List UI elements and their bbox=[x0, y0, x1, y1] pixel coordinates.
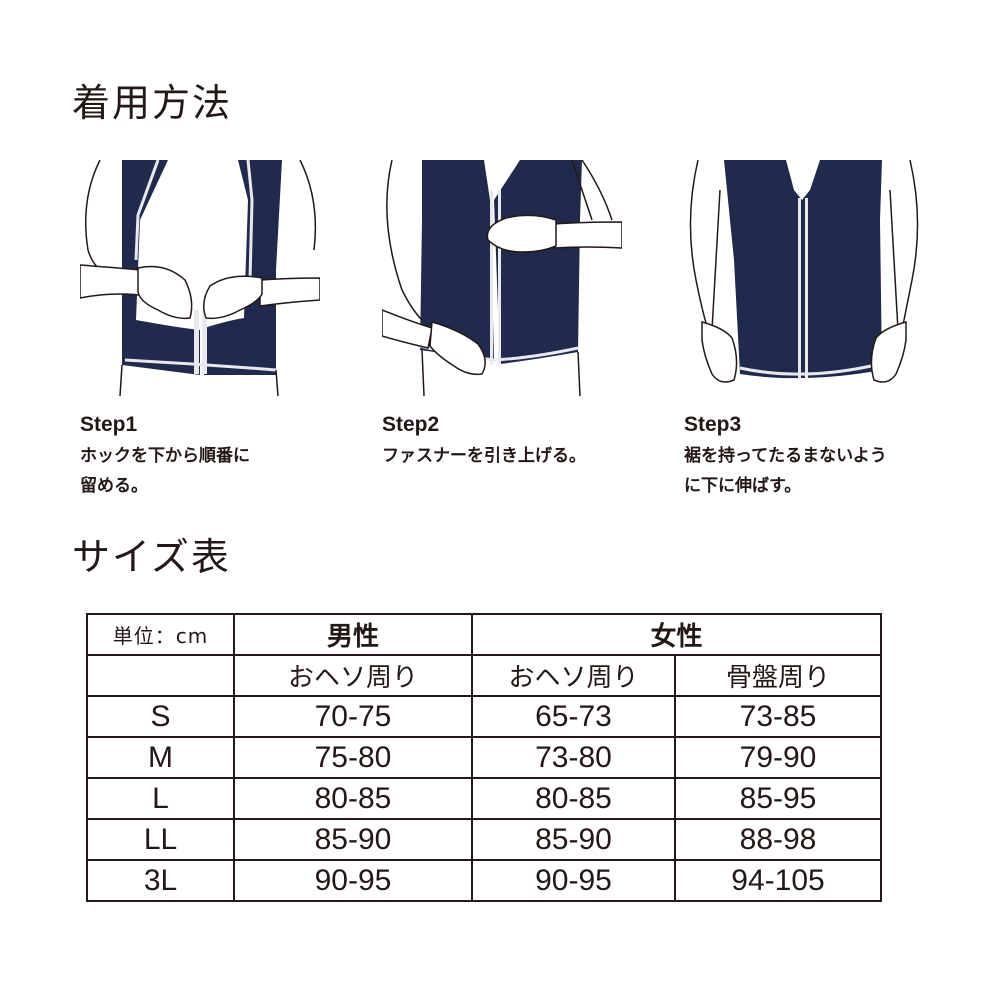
table-row: LL 85-90 85-90 88-98 bbox=[86, 818, 883, 861]
empty-cell bbox=[86, 654, 235, 697]
female-waist-cell: 73-80 bbox=[471, 736, 676, 779]
hook-strip-right bbox=[202, 310, 207, 374]
male-waist-header: おヘソ周り bbox=[233, 654, 473, 697]
table-row: S 70-75 65-73 73-85 bbox=[86, 695, 883, 738]
size-cell: M bbox=[86, 736, 235, 779]
female-waist-cell: 85-90 bbox=[471, 818, 676, 861]
zipper-right bbox=[805, 198, 808, 378]
step-title: Step3 bbox=[684, 413, 742, 436]
table-row: L 80-85 80-85 85-95 bbox=[86, 777, 883, 820]
female-waist-cell: 80-85 bbox=[471, 777, 676, 820]
male-waist-cell: 85-90 bbox=[233, 818, 473, 861]
vest-trim-left bbox=[134, 160, 160, 261]
female-header: 女性 bbox=[470, 613, 883, 656]
step-3: Step3 裾を持ってたるまないよう に下に伸ばす。 bbox=[684, 160, 924, 501]
male-waist-cell: 80-85 bbox=[233, 777, 473, 820]
vest-right-panel bbox=[204, 160, 282, 375]
table-subheader-row: おヘソ周り おヘソ周り 骨盤周り bbox=[86, 654, 883, 697]
table-header-row: 単位：cm 男性 女性 bbox=[86, 613, 883, 656]
zipper-right bbox=[498, 190, 501, 365]
step-description: ファスナーを引き上げる。 bbox=[382, 446, 586, 466]
vest-hem-trim bbox=[739, 362, 881, 376]
unit-label: 単位：cm bbox=[86, 613, 235, 656]
size-table: 単位：cm 男性 女性 おヘソ周り おヘソ周り 骨盤周り S 70-75 65-… bbox=[86, 613, 883, 902]
step3-illustration bbox=[689, 160, 919, 383]
zipper-left bbox=[490, 190, 493, 365]
male-waist-cell: 70-75 bbox=[233, 695, 473, 738]
hook-strip-left bbox=[194, 310, 199, 374]
size-cell: L bbox=[86, 777, 235, 820]
male-waist-cell: 75-80 bbox=[233, 736, 473, 779]
step2-illustration bbox=[382, 160, 622, 396]
female-hip-cell: 79-90 bbox=[673, 736, 883, 779]
vest-right-panel bbox=[494, 160, 582, 364]
step-description: 裾を持ってたるまないよう に下に伸ばす。 bbox=[684, 446, 887, 496]
female-hip-header: 骨盤周り bbox=[673, 654, 883, 697]
zipper-left bbox=[798, 198, 801, 378]
table-row: 3L 90-95 90-95 94-105 bbox=[86, 859, 883, 902]
step-title: Step1 bbox=[80, 413, 138, 436]
step-description: ホックを下から順番に 留める。 bbox=[80, 446, 250, 496]
step-2: Step2 ファスナーを引き上げる。 bbox=[382, 160, 622, 471]
female-hip-cell: 85-95 bbox=[673, 777, 883, 820]
right-hand bbox=[870, 321, 907, 383]
step-title: Step2 bbox=[382, 413, 440, 436]
vest-left-panel bbox=[122, 160, 200, 375]
left-hand bbox=[701, 321, 738, 383]
size-cell: S bbox=[86, 695, 235, 738]
upper-hand bbox=[486, 214, 557, 253]
usage-heading: 着用方法 bbox=[72, 81, 233, 125]
size-cell: LL bbox=[86, 818, 235, 861]
female-waist-cell: 90-95 bbox=[471, 859, 676, 902]
female-waist-header: おヘソ周り bbox=[471, 654, 676, 697]
male-header: 男性 bbox=[233, 613, 473, 656]
left-hand bbox=[137, 265, 193, 320]
vest-body bbox=[724, 160, 882, 379]
female-waist-cell: 65-73 bbox=[471, 695, 676, 738]
size-chart-heading: サイズ表 bbox=[72, 535, 231, 579]
vest-left-panel bbox=[420, 160, 494, 360]
male-waist-cell: 90-95 bbox=[233, 859, 473, 902]
step-1: Step1 ホックを下から順番に 留める。 bbox=[80, 160, 320, 501]
female-hip-cell: 88-98 bbox=[673, 818, 883, 861]
size-cell: 3L bbox=[86, 859, 235, 902]
vest-trim-right bbox=[246, 160, 254, 281]
lower-hand bbox=[429, 321, 486, 376]
right-hand bbox=[203, 275, 263, 320]
table-row: M 75-80 73-80 79-90 bbox=[86, 736, 883, 779]
female-hip-cell: 73-85 bbox=[673, 695, 883, 738]
step1-illustration bbox=[80, 160, 320, 396]
vest-hem-trim bbox=[124, 358, 277, 372]
female-hip-cell: 94-105 bbox=[673, 859, 883, 902]
